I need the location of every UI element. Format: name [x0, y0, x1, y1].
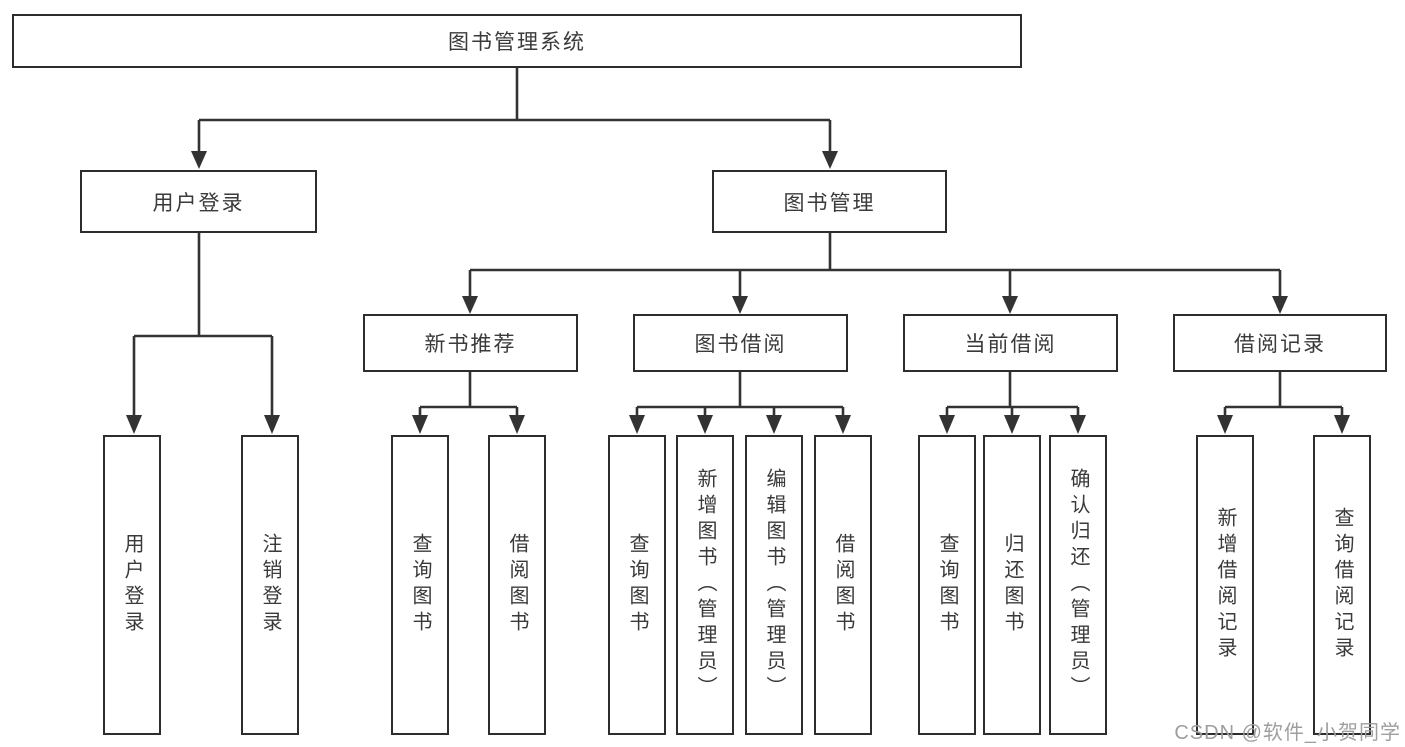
node-new-book-recommend-label: 新书推荐 — [424, 333, 517, 356]
node-book-management-label: 图书管理 — [783, 191, 876, 215]
leaf-query-books-recommend: 查询图书 — [391, 435, 449, 735]
node-root: 图书管理系统 — [12, 14, 1022, 68]
leaf-edit-books-admin: 编辑图书（管理员） — [745, 435, 803, 735]
leaf-user-login-label: 用户登录 — [121, 533, 143, 637]
leaf-logout: 注销登录 — [241, 435, 299, 735]
node-borrow-records-label: 借阅记录 — [1234, 333, 1326, 356]
leaf-user-login: 用户登录 — [103, 435, 161, 735]
node-book-borrow-label: 图书借阅 — [694, 333, 787, 356]
leaf-confirm-return-admin-label: 确认归还（管理员） — [1067, 468, 1089, 702]
node-book-borrow: 图书借阅 — [633, 314, 848, 372]
leaf-add-books-admin: 新增图书（管理员） — [676, 435, 734, 735]
leaf-borrow-books-recommend: 借阅图书 — [488, 435, 546, 735]
leaf-query-borrow-record: 查询借阅记录 — [1313, 435, 1371, 735]
node-current-borrow: 当前借阅 — [903, 314, 1118, 372]
leaf-query-books-current: 查询图书 — [918, 435, 976, 735]
leaf-borrow-books-recommend-label: 借阅图书 — [506, 533, 528, 637]
node-root-label: 图书管理系统 — [448, 31, 586, 54]
leaf-add-books-admin-label: 新增图书（管理员） — [694, 468, 716, 702]
leaf-borrow-books: 借阅图书 — [814, 435, 872, 735]
node-book-management: 图书管理 — [712, 170, 947, 233]
leaf-edit-books-admin-label: 编辑图书（管理员） — [763, 468, 785, 702]
leaf-confirm-return-admin: 确认归还（管理员） — [1049, 435, 1107, 735]
leaf-return-books: 归还图书 — [983, 435, 1041, 735]
leaf-query-books-current-label: 查询图书 — [936, 533, 958, 637]
node-new-book-recommend: 新书推荐 — [363, 314, 578, 372]
leaf-logout-label: 注销登录 — [259, 533, 281, 637]
leaf-query-books-recommend-label: 查询图书 — [409, 533, 431, 637]
node-current-borrow-label: 当前借阅 — [964, 333, 1057, 356]
node-user-login: 用户登录 — [80, 170, 317, 233]
csdn-watermark: CSDN @软件_小贺同学 — [1174, 722, 1401, 744]
leaf-borrow-books-label: 借阅图书 — [832, 533, 854, 637]
leaf-add-borrow-record: 新增借阅记录 — [1196, 435, 1254, 735]
node-user-login-label: 用户登录 — [152, 191, 245, 215]
leaf-add-borrow-record-label: 新增借阅记录 — [1214, 507, 1236, 663]
leaf-return-books-label: 归还图书 — [1001, 533, 1023, 637]
leaf-query-borrow-record-label: 查询借阅记录 — [1331, 507, 1353, 663]
node-borrow-records: 借阅记录 — [1173, 314, 1387, 372]
leaf-query-books-borrow: 查询图书 — [608, 435, 666, 735]
leaf-query-books-borrow-label: 查询图书 — [626, 533, 648, 637]
